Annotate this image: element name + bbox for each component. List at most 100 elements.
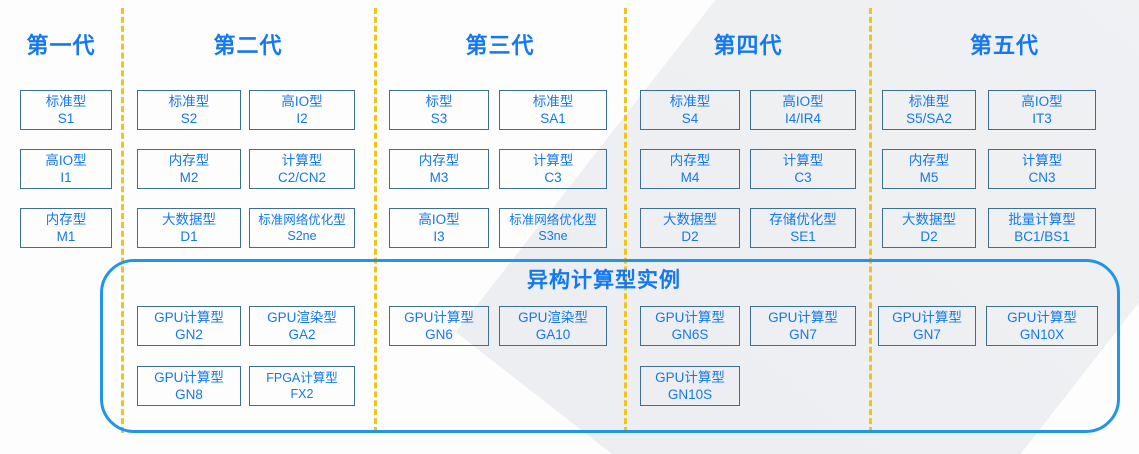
- divider-after-gen1: [121, 8, 124, 433]
- instance-model-label: SE1: [790, 229, 816, 244]
- instance-model-label: GN6: [425, 327, 453, 342]
- instance-type-label: GPU计算型: [892, 309, 962, 325]
- instance-type-label: 内存型: [168, 152, 210, 168]
- instance-model-label: M4: [680, 170, 700, 185]
- instance-type-label: 标准网络优化型: [258, 213, 346, 227]
- instance-model-label: S5/SA2: [906, 111, 952, 126]
- instance-box-gen4-std-1-0: 内存型 M4: [640, 149, 740, 189]
- instance-type-label: 标准网络优化型: [509, 213, 597, 227]
- instance-model-label: S2ne: [287, 229, 317, 243]
- generation-title-gen3: 第三代: [465, 33, 535, 58]
- instance-model-label: I4/IR4: [784, 111, 822, 126]
- instance-box-gen3-std-2-1: 标准网络优化型 S3ne: [499, 208, 607, 248]
- instance-model-label: M2: [179, 170, 199, 185]
- instance-type-label: GPU计算型: [655, 369, 725, 385]
- instance-type-label: GPU计算型: [154, 369, 224, 385]
- instance-box-gen4-std-0-1: 高IO型 I4/IR4: [750, 90, 856, 130]
- instance-type-label: 计算型: [281, 152, 323, 168]
- instance-model-label: GN6S: [671, 327, 709, 342]
- instance-model-label: IT3: [1032, 111, 1052, 126]
- instance-type-label: 高IO型: [782, 93, 824, 109]
- instance-type-label: GPU计算型: [1007, 309, 1077, 325]
- instance-model-label: D1: [180, 229, 198, 244]
- instance-model-label: M5: [919, 170, 939, 185]
- divider-after-gen4: [869, 8, 872, 433]
- generation-title-gen1: 第一代: [26, 33, 96, 58]
- instance-model-label: C3: [794, 170, 812, 185]
- instance-model-label: FX2: [290, 387, 314, 401]
- divider-after-gen3: [624, 8, 627, 433]
- instance-type-label: GPU计算型: [655, 309, 725, 325]
- instance-type-label: GPU渲染型: [267, 309, 337, 325]
- instance-model-label: C3: [544, 170, 562, 185]
- instance-type-label: 标准型: [168, 93, 210, 109]
- instance-box-gen4-std-0-0: 标准型 S4: [640, 90, 740, 130]
- instance-box-gen2-std-2-1: 标准网络优化型 S2ne: [249, 208, 355, 248]
- instance-type-label: 内存型: [418, 152, 460, 168]
- instance-box-gen4-gpu-1-0: GPU计算型 GN10S: [640, 366, 740, 406]
- instance-model-label: S1: [57, 111, 75, 126]
- instance-box-gen2-gpu-0-0: GPU计算型 GN2: [137, 306, 241, 346]
- instance-model-label: D2: [920, 229, 938, 244]
- instance-model-label: C2/CN2: [277, 170, 326, 185]
- instance-model-label: GA10: [535, 327, 571, 342]
- instance-model-label: I3: [433, 229, 445, 244]
- instance-model-label: S4: [681, 111, 699, 126]
- instance-type-label: 高IO型: [45, 152, 87, 168]
- instance-box-gen3-std-1-0: 内存型 M3: [389, 149, 489, 189]
- instance-box-gen5-gpu-0-1: GPU计算型 GN10X: [986, 306, 1098, 346]
- instance-type-label: GPU渲染型: [518, 309, 588, 325]
- instance-type-label: 高IO型: [418, 211, 460, 227]
- generation-title-gen4: 第四代: [713, 33, 783, 58]
- instance-type-label: 标准型: [669, 93, 711, 109]
- instance-type-label: 计算型: [532, 152, 574, 168]
- instance-type-label: GPU计算型: [768, 309, 838, 325]
- instance-box-gen2-std-0-1: 高IO型 I2: [249, 90, 355, 130]
- generation-title-gen5: 第五代: [969, 33, 1039, 58]
- instance-model-label: D2: [681, 229, 699, 244]
- instance-box-gen2-std-1-1: 计算型 C2/CN2: [249, 149, 355, 189]
- instance-type-label: FPGA计算型: [266, 371, 338, 385]
- instance-box-gen3-std-1-1: 计算型 C3: [499, 149, 607, 189]
- instance-model-label: GN10X: [1019, 327, 1065, 342]
- instance-box-gen5-gpu-0-0: GPU计算型 GN7: [878, 306, 976, 346]
- instance-box-gen2-gpu-1-1: FPGA计算型 FX2: [249, 366, 355, 406]
- instance-type-label: 内存型: [669, 152, 711, 168]
- divider-after-gen2: [374, 8, 377, 433]
- instance-type-label: 高IO型: [281, 93, 323, 109]
- instance-model-label: M3: [429, 170, 449, 185]
- instance-model-label: M1: [56, 229, 76, 244]
- instance-model-label: GN7: [913, 327, 941, 342]
- heterogeneous-compute-title: 异构计算型实例: [527, 269, 681, 292]
- instance-model-label: BC1/BS1: [1014, 229, 1070, 244]
- instance-model-label: S3ne: [538, 229, 568, 243]
- instance-model-label: SA1: [540, 111, 566, 126]
- instance-model-label: GN10S: [667, 387, 713, 402]
- instance-model-label: I2: [296, 111, 308, 126]
- instance-type-label: 标准型: [45, 93, 87, 109]
- instance-box-gen2-std-2-0: 大数据型 D1: [137, 208, 241, 248]
- instance-model-label: GN2: [175, 327, 203, 342]
- instance-type-label: GPU计算型: [154, 309, 224, 325]
- instance-box-gen4-gpu-0-1: GPU计算型 GN7: [750, 306, 856, 346]
- instance-model-label: GN7: [789, 327, 817, 342]
- instance-type-label: 内存型: [908, 152, 950, 168]
- instance-box-gen3-std-2-0: 高IO型 I3: [389, 208, 489, 248]
- instance-type-label: 大数据型: [162, 211, 216, 227]
- heterogeneous-compute-container: [100, 259, 1120, 433]
